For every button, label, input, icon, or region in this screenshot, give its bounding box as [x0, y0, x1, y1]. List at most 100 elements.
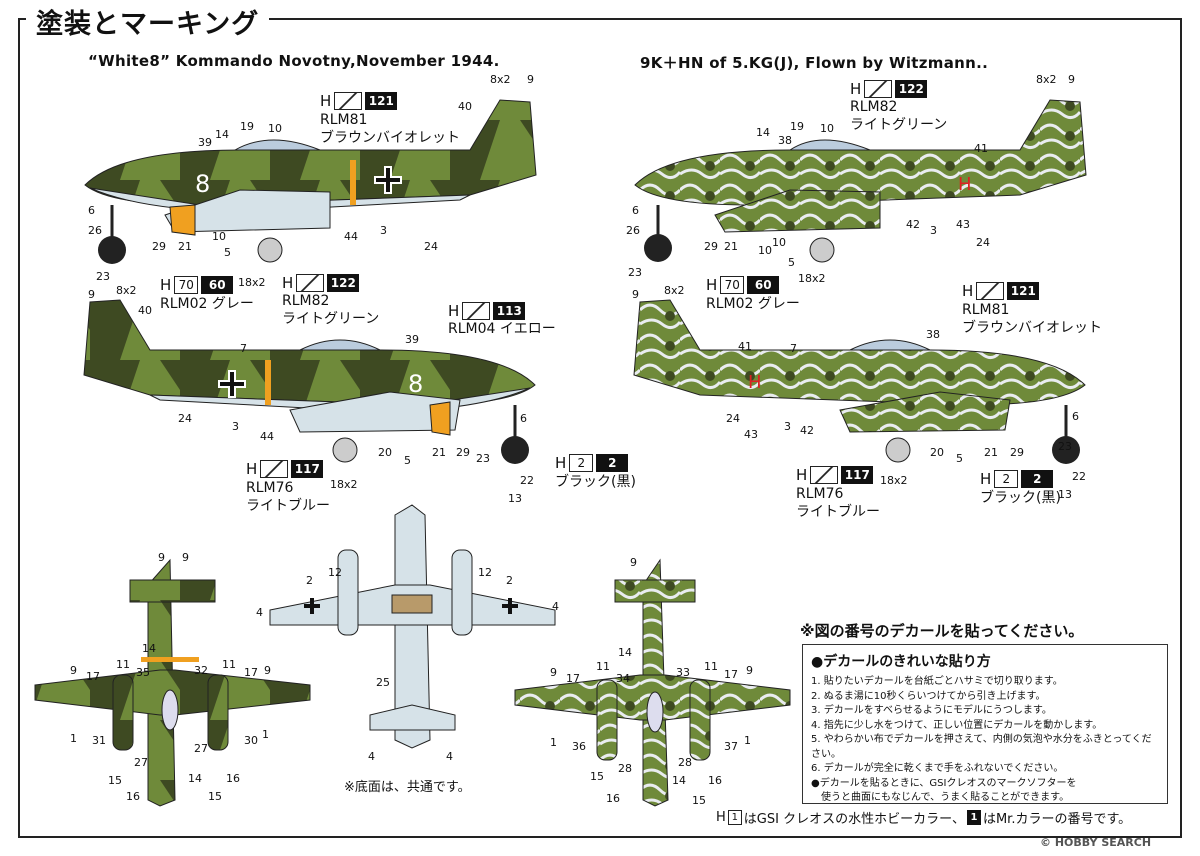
decal-callout-number: 9	[264, 664, 271, 677]
decal-callout-number: 21	[984, 446, 998, 459]
balkenkreuz-icon	[502, 598, 518, 614]
decal-callout-number: 43	[744, 428, 758, 441]
howto-step: 4. 指先に少し水をつけて、正しい位置にデカールを動かします。	[811, 719, 1103, 731]
decal-callout-number: 14	[142, 642, 156, 655]
decal-callout-number: 8x2	[664, 284, 685, 297]
decal-callout-number: 29	[152, 240, 166, 253]
decal-callout-number: 6	[520, 412, 527, 425]
decal-notice: ※図の番号のデカールを貼ってください。	[800, 622, 1084, 640]
decal-callout-number: 16	[606, 792, 620, 805]
decal-callout-number: 2	[306, 574, 313, 587]
decal-callout-number: 11	[116, 658, 130, 671]
decal-callout-number: 38	[778, 134, 792, 147]
decal-callout-number: 34	[616, 672, 630, 685]
decal-callout-number: 17	[244, 666, 258, 679]
howto-step: 5. やわらかい布でデカールを押さえて、内側の気泡や水分をふきとってください。	[811, 734, 1152, 760]
decal-callout-number: 24	[424, 240, 438, 253]
decal-callout-number: 8x2	[116, 284, 137, 297]
color-jp-rlm76-right: ライトブルー	[796, 504, 880, 520]
aircraft-number: 8	[408, 370, 423, 398]
decal-callout-number: 39	[405, 333, 419, 346]
decal-callout-number: 9	[70, 664, 77, 677]
color-name-rlm76: RLM76	[246, 480, 294, 496]
howto-heading: ●デカールのきれいな貼り方	[811, 654, 991, 670]
decal-callout-number: 14	[188, 772, 202, 785]
color-name-black: ブラック(黒)	[555, 474, 636, 490]
decal-callout-number: 21	[432, 446, 446, 459]
color-name-rlm02: RLM02 グレー	[160, 296, 254, 312]
decal-callout-number: 5	[956, 452, 963, 465]
balkenkreuz-icon	[374, 166, 402, 194]
decal-callout-number: 21	[178, 240, 192, 253]
decal-callout-number: 38	[926, 328, 940, 341]
decal-callout-number: 24	[726, 412, 740, 425]
color-name-rlm81: RLM81	[320, 112, 368, 128]
profile-9khn-right: H	[633, 299, 1086, 464]
profile-9khn-left: H	[634, 99, 1087, 263]
underside-note: ※底面は、共通です。	[344, 780, 471, 795]
decal-callout-number: 15	[590, 770, 604, 783]
decal-callout-number: 29	[704, 240, 718, 253]
decal-callout-number: 13	[1058, 488, 1072, 501]
color-name-rlm76-right: RLM76	[796, 486, 844, 502]
decal-callout-number: 14	[618, 646, 632, 659]
decal-callout-number: 17	[566, 672, 580, 685]
decal-callout-number: 29	[1010, 446, 1024, 459]
decal-callout-number: 4	[446, 750, 453, 763]
decal-callout-number: 20	[930, 446, 944, 459]
decal-callout-number: 4	[368, 750, 375, 763]
decal-callout-number: 15	[692, 794, 706, 807]
decal-callout-number: 37	[724, 740, 738, 753]
decal-callout-number: 44	[260, 430, 274, 443]
decal-callout-number: 13	[508, 492, 522, 505]
watermark: © HOBBY SEARCH	[1040, 836, 1152, 849]
decal-callout-number: 16	[226, 772, 240, 785]
decal-callout-number: 16	[708, 774, 722, 787]
decal-callout-number: 41	[974, 142, 988, 155]
decal-callout-number: 5	[788, 256, 795, 269]
howto-step: 使うと曲面にもなじんで、うまく貼ることができます。	[821, 792, 1070, 803]
decal-callout-number: 4	[256, 606, 263, 619]
decal-callout-number: 14	[672, 774, 686, 787]
decal-howto-box: ●デカールのきれいな貼り方 1. 貼りたいデカールを台紙ごとハサミで切り取ります…	[802, 644, 1168, 804]
color-jp-rlm82: ライトグリーン	[282, 311, 380, 327]
decal-callout-number: 22	[1072, 470, 1086, 483]
decal-callout-number: 24	[976, 236, 990, 249]
decal-callout-number: 25	[376, 676, 390, 689]
color-jp-rlm82-right: ライトグリーン	[850, 117, 948, 133]
color-name-rlm81-right: RLM81	[962, 302, 1010, 318]
color-name-rlm82-right: RLM82	[850, 99, 898, 115]
decal-callout-number: 23	[96, 270, 110, 283]
decal-callout-number: 12	[478, 566, 492, 579]
decal-callout-number: 29	[456, 446, 470, 459]
color-name-rlm04: RLM04 イエロー	[448, 321, 556, 337]
fuselage-code-letter: H	[958, 174, 972, 195]
decal-callout-number: 21	[724, 240, 738, 253]
decal-callout-number: 15	[108, 774, 122, 787]
decal-callout-number: 42	[906, 218, 920, 231]
decal-callout-number: 39	[198, 136, 212, 149]
decal-callout-number: 33	[676, 666, 690, 679]
decal-callout-number: 8x2	[1036, 73, 1057, 86]
decal-callout-number: 6	[632, 204, 639, 217]
decal-callout-number: 11	[596, 660, 610, 673]
bottom-view	[269, 504, 556, 749]
decal-callout-number: 9	[550, 666, 557, 679]
decal-callout-number: 3	[380, 224, 387, 237]
color-jp-rlm81: ブラウンバイオレット	[320, 130, 460, 146]
decal-callout-number: 2	[506, 574, 513, 587]
decal-callout-number: 5	[224, 246, 231, 259]
decal-callout-number: 19	[790, 120, 804, 133]
decal-callout-number: 9	[527, 73, 534, 86]
decal-callout-number: 10	[212, 230, 226, 243]
decal-callout-number: 12	[328, 566, 342, 579]
decal-callout-number: 23	[628, 266, 642, 279]
decal-callout-number: 30	[244, 734, 258, 747]
